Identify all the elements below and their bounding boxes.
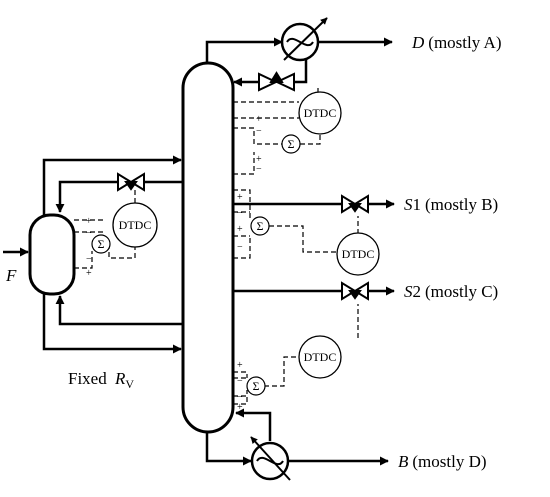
- condenser: [280, 17, 328, 62]
- overhead-line: [205, 37, 283, 63]
- svg-text:+: +: [256, 154, 262, 165]
- top-controller-label: DTDC: [304, 106, 337, 120]
- svg-text:−: −: [86, 228, 92, 239]
- side1-controller: DTDC: [336, 232, 380, 276]
- svg-text:−: −: [237, 242, 243, 253]
- process-lines: [3, 37, 395, 466]
- svg-text:+: +: [237, 360, 243, 371]
- reflux-valve: [258, 71, 295, 92]
- signal-signs: + − + − + − − + + − + − + − − +: [86, 114, 262, 413]
- side2-label: S2(mostly C): [404, 282, 498, 301]
- prefrac-bottom-line: [42, 294, 182, 354]
- svg-text:+: +: [86, 216, 92, 227]
- svg-text:+: +: [237, 192, 243, 203]
- main-column: [181, 61, 235, 434]
- side1-valve: [341, 194, 369, 214]
- svg-text:+: +: [86, 268, 92, 279]
- top-sum-junction: Σ: [281, 134, 301, 154]
- svg-text:−: −: [237, 376, 243, 387]
- prefrac-controller-label: DTDC: [119, 218, 152, 232]
- side2-controller: DTDC: [298, 335, 342, 379]
- prefrac-liquid-valve: [117, 172, 145, 192]
- svg-text:−: −: [237, 392, 243, 403]
- svg-text:−: −: [86, 254, 92, 265]
- bottoms-line: [205, 432, 252, 466]
- svg-text:Σ: Σ: [253, 379, 260, 393]
- boilup-line: [235, 408, 272, 441]
- fixed-rv-label: Fixed RV: [68, 369, 134, 391]
- svg-text:−: −: [256, 126, 262, 137]
- svg-text:+: +: [237, 402, 243, 413]
- reflux-line: [294, 58, 308, 84]
- svg-text:Σ: Σ: [288, 137, 295, 151]
- svg-text:Σ: Σ: [98, 237, 105, 251]
- prefractionator: [28, 213, 76, 296]
- prefrac-controller: DTDC: [112, 202, 158, 248]
- side1-label: S1(mostly B): [404, 195, 498, 214]
- feed-label: F: [5, 266, 17, 285]
- side1-sum-junction: Σ: [250, 216, 270, 236]
- side2-valve: [341, 281, 369, 301]
- reboiler: [250, 436, 291, 481]
- side2-sum-junction: Σ: [246, 376, 266, 396]
- signal-lines: [74, 88, 359, 405]
- top-controller: DTDC: [298, 91, 342, 135]
- svg-text:−: −: [256, 164, 262, 175]
- prefrac-sum-junction: Σ: [91, 234, 111, 254]
- side2-controller-label: DTDC: [304, 350, 337, 364]
- svg-text:Σ: Σ: [257, 219, 264, 233]
- svg-text:+: +: [256, 114, 262, 125]
- prefrac-vapour-line: [42, 155, 182, 215]
- distillate-label: D(mostly A): [411, 33, 501, 52]
- bottoms-label: B(mostly D): [398, 452, 487, 471]
- side1-controller-label: DTDC: [342, 247, 375, 261]
- svg-text:+: +: [237, 224, 243, 235]
- prefrac-vapour-return: [55, 295, 183, 326]
- svg-text:−: −: [237, 208, 243, 219]
